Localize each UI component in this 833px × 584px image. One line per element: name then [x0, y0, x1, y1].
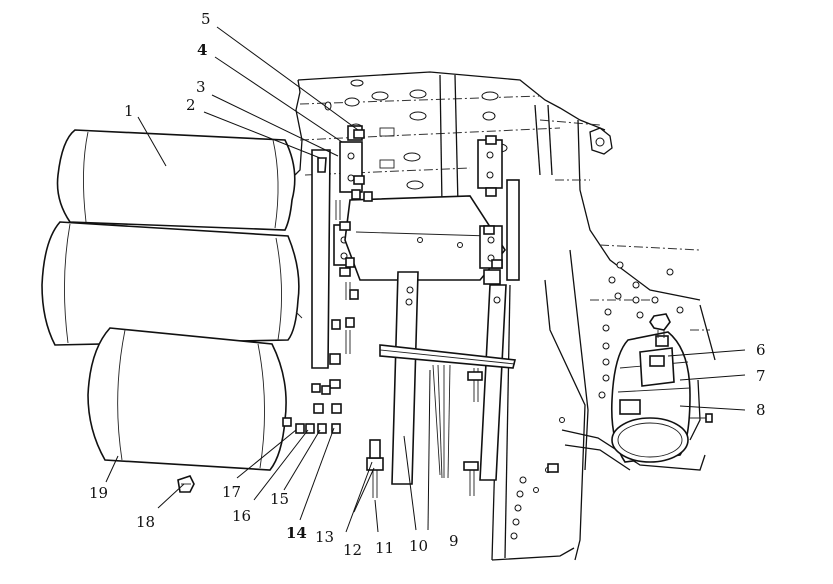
callout-13: 13: [315, 528, 334, 546]
rail-holes-bottom: [510, 417, 565, 540]
mounting-brackets: [311, 125, 520, 485]
cylinder-unit: [610, 313, 691, 463]
callout-11: 11: [375, 539, 394, 557]
callout-4: 4: [197, 41, 207, 59]
air-tank-lower: [87, 327, 292, 471]
callout-16: 16: [232, 507, 251, 525]
callout-5: 5: [201, 10, 211, 28]
callout-18: 18: [136, 513, 155, 531]
callout-15: 15: [270, 490, 289, 508]
air-tank-middle: [41, 221, 303, 346]
callout-6: 6: [756, 341, 766, 359]
callout-7: 7: [756, 367, 766, 385]
callout-12: 12: [343, 541, 362, 559]
rail-holes-right: [598, 261, 684, 399]
air-tank-upper: [56, 129, 296, 231]
callout-1: 1: [124, 102, 134, 120]
callout-labels: 1 2 3 4 5 6 7 8 9 10 11 12 13 14 15 16 1…: [89, 10, 766, 559]
callout-2: 2: [186, 96, 196, 114]
callout-3: 3: [196, 78, 206, 96]
chassis-frame: [289, 71, 716, 561]
fasteners: [295, 129, 713, 498]
callout-17: 17: [222, 483, 241, 501]
callout-10: 10: [409, 537, 428, 555]
leader-lines: [105, 26, 746, 533]
callout-8: 8: [756, 401, 766, 419]
callout-19: 19: [89, 484, 108, 502]
drain-valve: [177, 475, 195, 493]
callout-14: 14: [286, 524, 307, 542]
callout-9: 9: [449, 532, 459, 550]
